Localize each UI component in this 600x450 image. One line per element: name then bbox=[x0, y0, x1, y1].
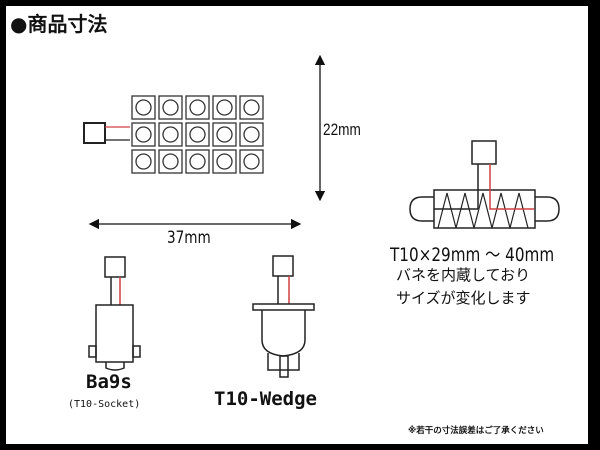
led-cell bbox=[158, 149, 183, 174]
festoon-note-1: バネを内蔵しており bbox=[396, 266, 531, 284]
led-icon bbox=[216, 153, 233, 170]
disclaimer: ※若干の寸法誤差はご了承ください bbox=[408, 426, 544, 436]
led-cell bbox=[239, 95, 264, 120]
led-cell bbox=[185, 95, 210, 120]
led-icon bbox=[162, 153, 179, 170]
led-cell bbox=[131, 95, 156, 120]
led-icon bbox=[189, 126, 206, 143]
led-cell bbox=[131, 149, 156, 174]
led-cell bbox=[185, 149, 210, 174]
led-icon bbox=[162, 126, 179, 143]
festoon-note-2: サイズが変化します bbox=[396, 289, 531, 307]
led-icon bbox=[243, 153, 260, 170]
led-cell bbox=[212, 149, 237, 174]
led-icon bbox=[135, 99, 152, 116]
festoon-bulb bbox=[409, 140, 560, 229]
ba9s-sublabel: (T10-Socket) bbox=[68, 399, 141, 410]
panel-connector bbox=[83, 122, 130, 144]
led-icon bbox=[216, 99, 233, 116]
led-cell bbox=[212, 122, 237, 147]
ba9s-label: Ba9s bbox=[86, 371, 132, 393]
led-cell bbox=[158, 122, 183, 147]
led-icon bbox=[189, 99, 206, 116]
led-icon bbox=[135, 153, 152, 170]
page-title: ●商品寸法 bbox=[10, 12, 108, 36]
t10-wedge-adapter bbox=[252, 255, 315, 378]
led-icon bbox=[162, 99, 179, 116]
festoon-size: T10×29mm ～ 40mm bbox=[390, 244, 555, 266]
led-cell bbox=[185, 122, 210, 147]
led-icon bbox=[216, 126, 233, 143]
led-panel bbox=[131, 95, 264, 174]
led-icon bbox=[243, 126, 260, 143]
ba9s-adapter bbox=[88, 256, 141, 371]
led-icon bbox=[243, 99, 260, 116]
led-cell bbox=[212, 95, 237, 120]
led-cell bbox=[239, 122, 264, 147]
width-dimension: 37mm bbox=[167, 228, 211, 248]
led-icon bbox=[135, 126, 152, 143]
led-cell bbox=[131, 122, 156, 147]
led-icon bbox=[189, 153, 206, 170]
height-dimension: 22mm bbox=[323, 120, 361, 139]
t10-wedge-label: T10-Wedge bbox=[214, 388, 317, 410]
led-cell bbox=[158, 95, 183, 120]
led-cell bbox=[239, 149, 264, 174]
